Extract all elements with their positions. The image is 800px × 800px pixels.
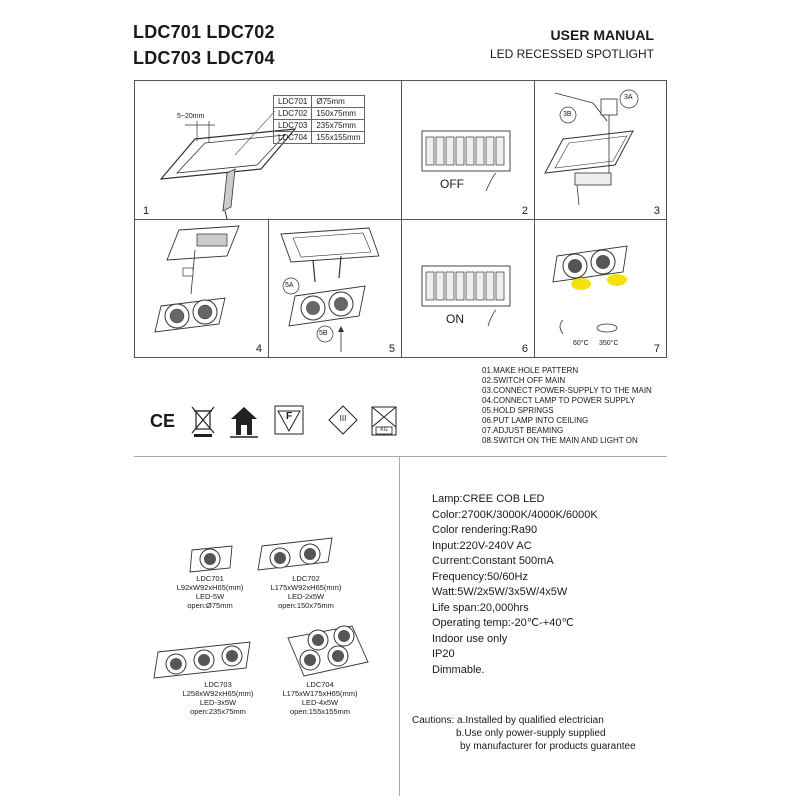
list-item: 05.HOLD SPRINGS bbox=[482, 406, 554, 415]
spec-item: Color:2700K/3000K/4000K/6000K bbox=[432, 508, 598, 521]
step-number: 1 bbox=[139, 205, 154, 217]
callout-5b: 5B bbox=[319, 330, 328, 337]
manual-subtitle: LED RECESSED SPOTLIGHT bbox=[489, 47, 654, 61]
product-ldc703: LDC703 L258xW92xH65(mm) LED-3x5W open:23… bbox=[182, 680, 254, 716]
tilt-angle-label: 60°C bbox=[573, 340, 589, 347]
breaker-panel-off-drawing bbox=[421, 130, 511, 192]
section-divider bbox=[134, 456, 667, 457]
list-item: 06.PUT LAMP INTO CEILING bbox=[482, 416, 589, 425]
step-3-panel: 3A 3B 3 bbox=[535, 81, 666, 220]
gap-label: 5~20mm bbox=[177, 113, 205, 120]
product-illustrations bbox=[153, 537, 369, 679]
weee-bin-icon bbox=[191, 406, 215, 437]
technical-specs: Lamp:CREE COB LED Color:2700K/3000K/4000… bbox=[432, 492, 598, 678]
callout-3b: 3B bbox=[563, 111, 572, 118]
spec-item: Dimmable. bbox=[432, 663, 485, 676]
breaker-panel-on-drawing bbox=[421, 265, 511, 327]
spec-item: Color rendering:Ra90 bbox=[432, 524, 538, 536]
installation-steps: 01.MAKE HOLE PATTERN 02.SWITCH OFF MAIN … bbox=[482, 366, 652, 446]
step-6-panel: ON 6 bbox=[402, 220, 535, 357]
spec-item: Frequency:50/60Hz bbox=[432, 570, 528, 583]
list-item: 02.SWITCH OFF MAIN bbox=[482, 376, 566, 385]
spec-item: Input:220V-240V AC bbox=[432, 539, 532, 552]
caution-line: Cautions: a.Installed by qualified elect… bbox=[412, 715, 604, 726]
list-item: 01.MAKE HOLE PATTERN bbox=[482, 366, 579, 375]
on-label: ON bbox=[446, 312, 464, 326]
adjust-beam-drawing bbox=[552, 245, 628, 335]
class-iii-icon: III bbox=[328, 405, 358, 435]
list-item: 03.CONNECT POWER-SUPPLY TO THE MAIN bbox=[482, 386, 652, 395]
step-number: 5 bbox=[384, 343, 399, 355]
step-number: 7 bbox=[649, 343, 664, 355]
lamp-connection-drawing bbox=[154, 225, 240, 333]
spec-item: Lamp:CREE COB LED bbox=[432, 493, 545, 505]
spec-item: Watt:5W/2x5W/3x5W/4x5W bbox=[432, 586, 568, 598]
manual-title: USER MANUAL bbox=[550, 27, 654, 43]
rotate-angle-label: 350°C bbox=[599, 340, 619, 347]
list-item: 07.ADJUST BEAMING bbox=[482, 426, 564, 435]
product-ldc704: LDC704 L175xW175xH65(mm) LED-4x5W open:1… bbox=[282, 680, 358, 716]
hole-pattern-drawing bbox=[159, 110, 297, 220]
step-5-panel: 5A 5B 5 bbox=[269, 220, 402, 357]
callout-3a: 3A bbox=[624, 94, 633, 101]
list-item: 08.SWITCH ON THE MAIN AND LIGHT ON bbox=[482, 436, 638, 445]
product-ldc701: LDC701 L92xW92xH65(mm) LED-5W open:Ø75mm bbox=[176, 574, 244, 610]
packaging-limit-icon: KG bbox=[370, 405, 398, 437]
step-2-panel: OFF 2 bbox=[402, 81, 535, 220]
f-mark-icon: F bbox=[274, 405, 304, 435]
step-4-panel: 4 bbox=[135, 220, 269, 357]
list-item: 04.CONNECT LAMP TO POWER SUPPLY bbox=[482, 396, 636, 405]
cautions: Cautions: a.Installed by qualified elect… bbox=[412, 714, 636, 753]
step-number: 2 bbox=[517, 205, 532, 217]
caution-line: by manufacturer for products guarantee bbox=[460, 741, 636, 752]
step-number: 3 bbox=[649, 205, 664, 217]
spec-item: Current:Constant 500mA bbox=[432, 555, 554, 567]
callout-5a: 5A bbox=[285, 282, 294, 289]
off-label: OFF bbox=[440, 177, 464, 191]
hold-springs-drawing bbox=[280, 227, 380, 352]
step-number: 6 bbox=[517, 343, 532, 355]
spec-item: IP20 bbox=[432, 648, 455, 660]
caution-line: b.Use only power-supply supplied bbox=[456, 728, 606, 739]
model-title-line1: LDC701 LDC702 bbox=[133, 22, 275, 42]
model-title-line2: LDC703 LDC704 bbox=[133, 48, 275, 68]
product-ldc702: LDC702 L175xW92xH65(mm) LED-2x5W open:15… bbox=[270, 574, 342, 610]
indoor-use-icon bbox=[230, 407, 258, 438]
step-7-panel: 60°C 350°C 7 bbox=[535, 220, 666, 357]
column-divider bbox=[399, 456, 400, 796]
spec-item: Indoor use only bbox=[432, 632, 508, 645]
step-number: 4 bbox=[251, 343, 266, 355]
spec-item: Operating temp:-20℃-+40℃ bbox=[432, 617, 574, 629]
power-supply-wiring-drawing bbox=[544, 89, 639, 206]
spec-item: Life span:20,000hrs bbox=[432, 601, 529, 614]
ce-mark-icon: CE bbox=[150, 411, 176, 431]
